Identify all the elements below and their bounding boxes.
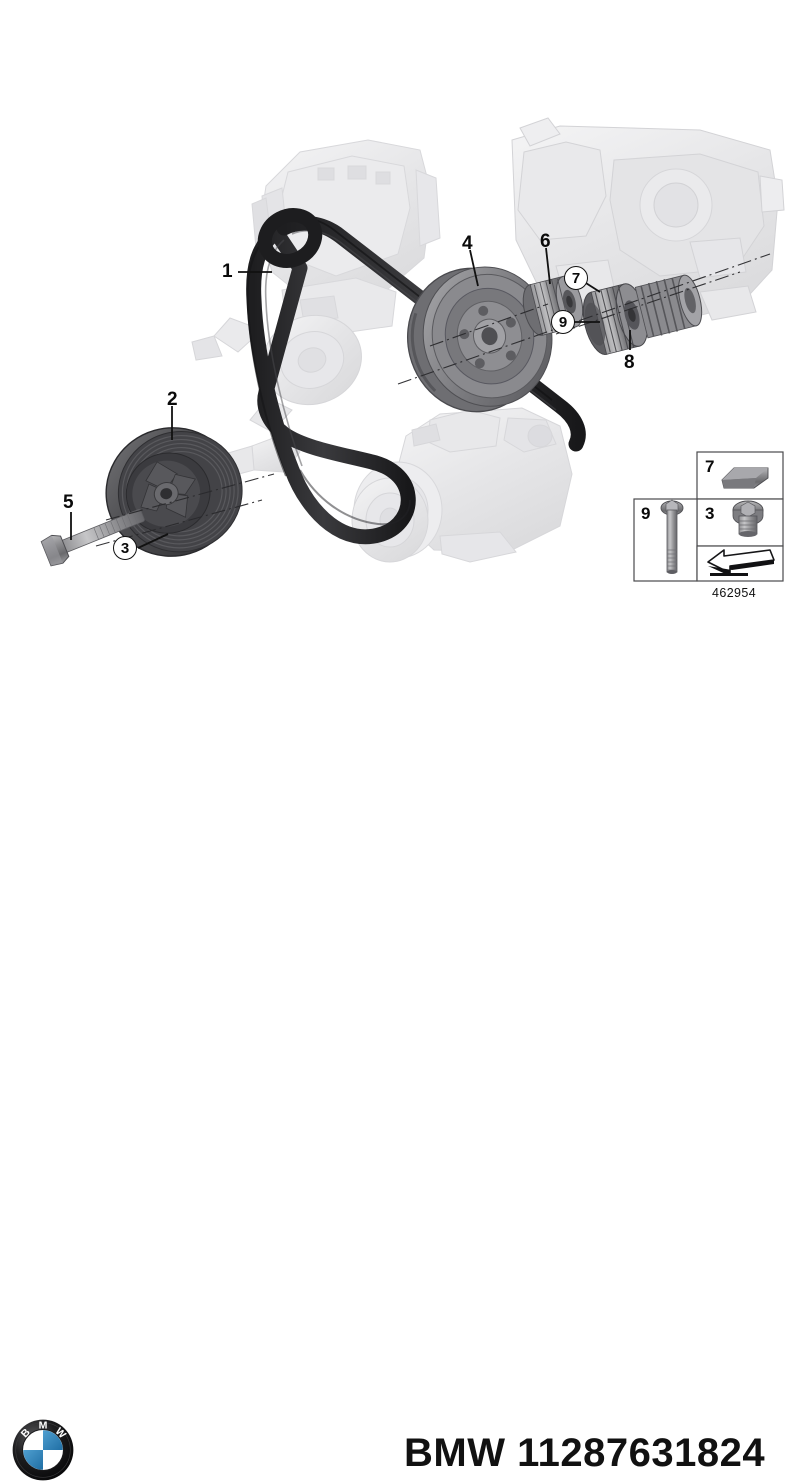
hex-bolt-long: [40, 508, 145, 567]
logo-letter-m: M: [39, 1419, 48, 1431]
ghost-water-pump-pulley: [191, 314, 362, 433]
legend-icon-hex-flange-bolt: [732, 500, 764, 537]
brand-part-number: BMW 11287631824: [404, 1431, 766, 1475]
legend-icon-installation-arrow: [707, 549, 775, 576]
parts-diagram-page: 1 2 3 4 5 6 7 8 9 7 3 9 462954: [0, 117, 800, 1481]
belt-tensioner: [582, 274, 703, 355]
legend-number-3: 3: [705, 504, 715, 523]
callout-2: 2: [167, 389, 178, 410]
callout-3-circled: 3: [113, 536, 137, 560]
ghost-idler-pulley-lower: [351, 477, 429, 563]
callout-9-circled: 9: [551, 310, 575, 334]
footer-bar: B M W BMW 11287631824: [0, 700, 800, 1481]
exploded-parts-diagram: [40, 117, 785, 582]
legend-number-9: 9: [641, 504, 651, 523]
leader-lines: [70, 247, 631, 549]
diagram-number: 462954: [712, 586, 757, 600]
vibration-damper-pulley: [105, 427, 243, 557]
callout-8: 8: [624, 352, 635, 373]
legend-icon-long-bolt: [660, 499, 684, 574]
callout-7-circled: 7: [564, 266, 588, 290]
belt-pulley-hub: [406, 266, 553, 413]
callout-1: 1: [222, 261, 233, 282]
callout-5: 5: [63, 492, 74, 513]
legend-number-7: 7: [705, 457, 715, 476]
legend-icon-shim-plate: [721, 467, 769, 489]
callout-4: 4: [462, 233, 473, 254]
bmw-roundel-logo: B M W: [12, 1419, 74, 1481]
callout-6: 6: [540, 231, 551, 252]
tensioner-bellows: [634, 274, 703, 339]
